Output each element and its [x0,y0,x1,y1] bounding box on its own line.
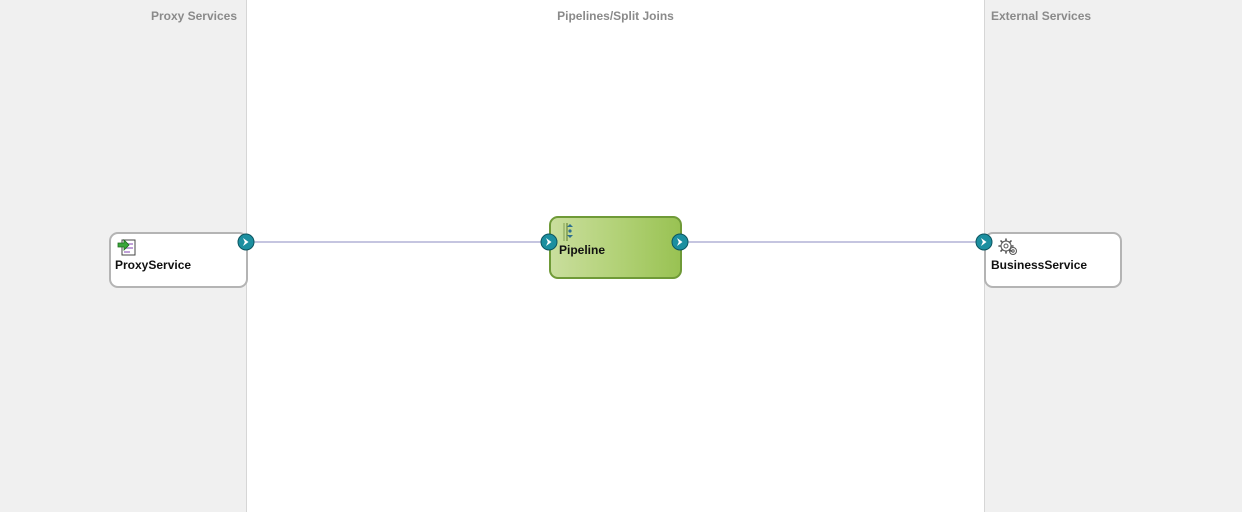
pipeline-label: Pipeline [559,243,606,257]
business-service-label: BusinessService [991,258,1088,272]
lane-title-proxy-services: Proxy Services [150,9,237,23]
wire-pipeline-to-business[interactable] [688,241,976,243]
lane-title-external-services: External Services [991,9,1092,23]
wire-proxy-to-pipeline[interactable] [254,241,542,243]
proxy-service-node[interactable]: ProxyService [109,232,248,288]
business-service-node[interactable]: BusinessService [984,232,1122,288]
lane-title-pipelines: Pipelines/Split Joins [557,9,674,23]
pipeline-input-port-icon[interactable] [540,233,558,251]
proxy-service-label: ProxyService [115,258,192,272]
business-input-port-icon[interactable] [975,233,993,251]
gear-icon [998,238,1017,255]
pipeline-output-port-icon[interactable] [671,233,689,251]
proxy-service-icon [117,239,136,256]
proxy-output-port-icon[interactable] [237,233,255,251]
pipeline-flow-icon [563,223,573,241]
pipeline-node[interactable]: Pipeline [549,216,682,279]
